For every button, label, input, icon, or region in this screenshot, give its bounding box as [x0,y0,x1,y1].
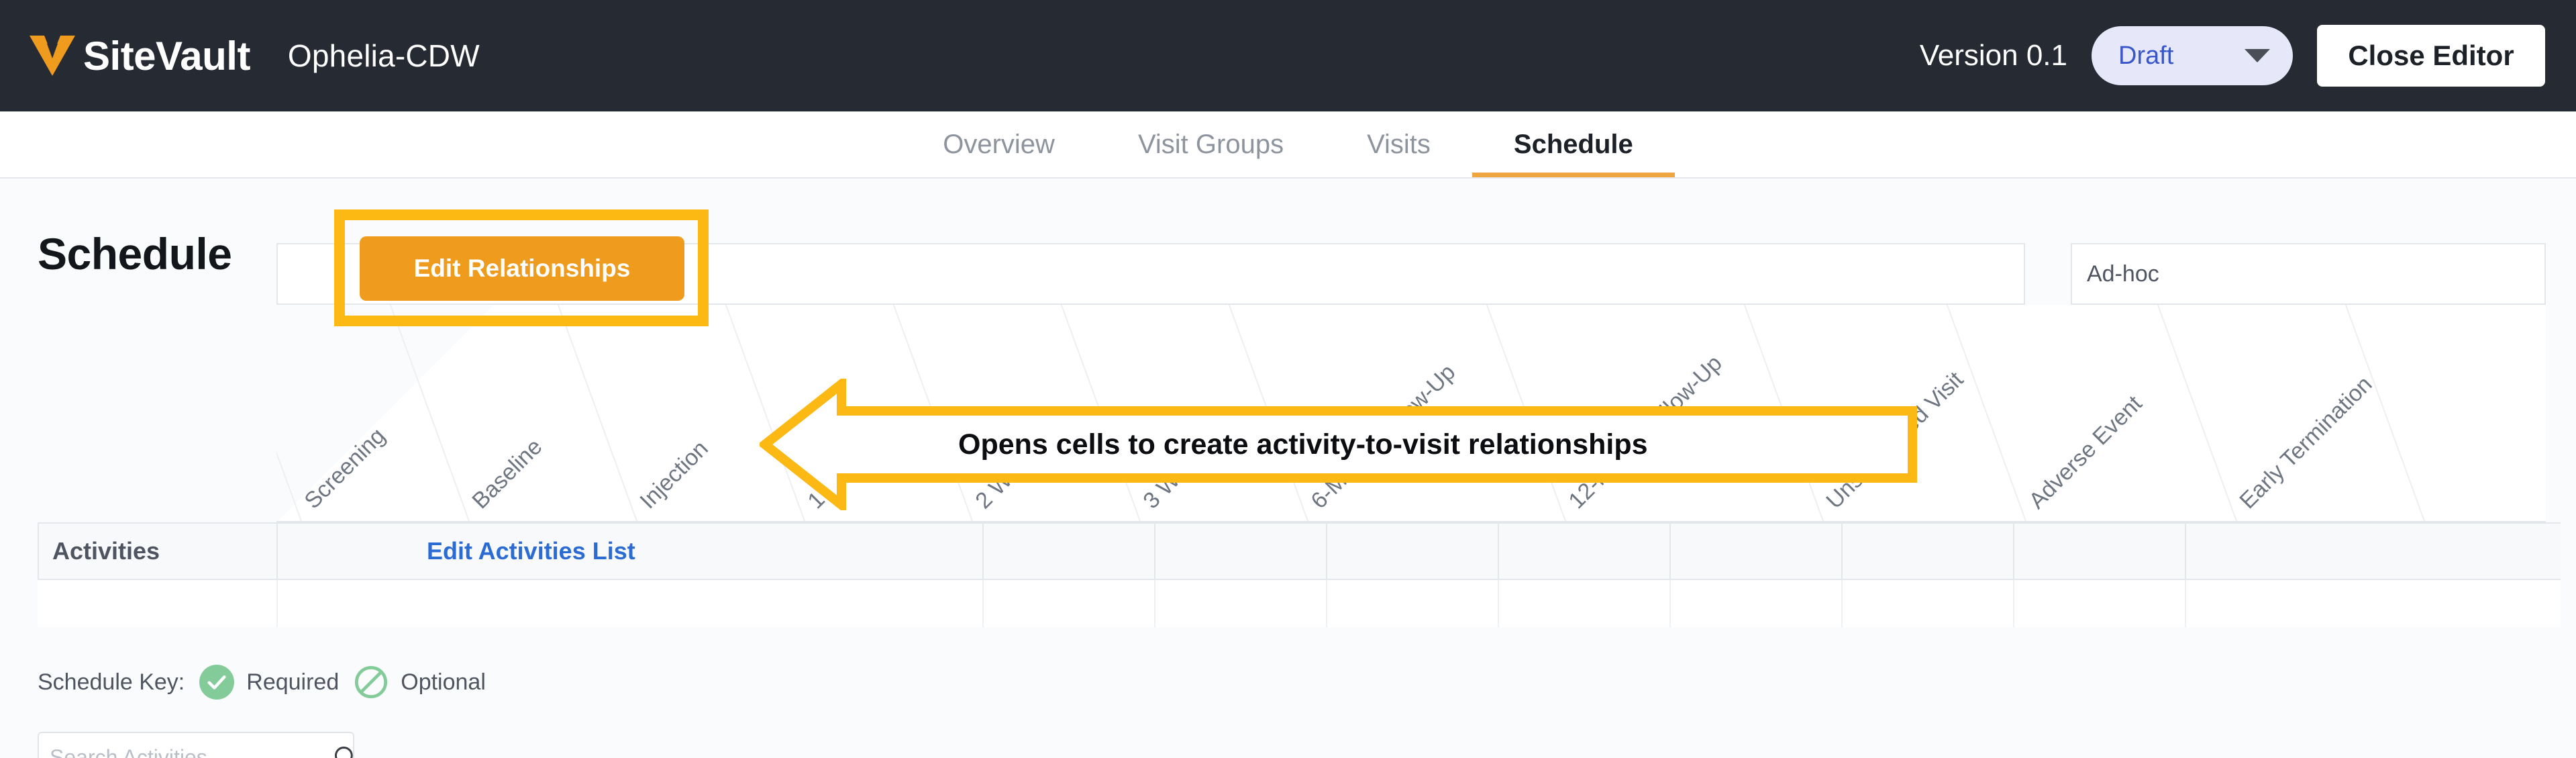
logo-text: SiteVault [83,33,250,79]
table-cell-divider [1154,580,1155,627]
search-input[interactable] [50,745,331,758]
activities-header-row: Activities Edit Activities List [38,522,2561,580]
search-activities-box[interactable] [38,732,354,758]
schedule-key-optional-label: Optional [401,669,486,695]
page-title: Schedule [38,229,232,279]
close-editor-button[interactable]: Close Editor [2317,25,2545,87]
table-cell-divider [276,580,278,627]
schedule-key-optional: Optional [354,665,486,700]
visit-group-header-adhoc[interactable]: Ad-hoc [2071,243,2546,305]
row-header-left-edge [38,522,39,627]
visit-column-label[interactable]: Injection [635,435,713,514]
top-bar: SiteVault Ophelia-CDW Version 0.1 Draft … [0,0,2576,111]
schedule-key-required: Required [199,665,339,700]
chevron-down-icon [2245,49,2270,62]
status-dropdown[interactable]: Draft [2092,26,2293,85]
table-cell-divider [982,580,984,627]
tab-schedule[interactable]: Schedule [1472,111,1675,177]
callout-edit-relationships: Opens cells to create activity-to-visit … [760,379,1918,510]
status-value: Draft [2118,41,2174,70]
activities-row-divider [2013,522,2014,580]
check-circle-filled-icon [199,665,235,700]
activities-column-header: Activities [52,537,160,565]
table-cell-divider [2013,580,2014,627]
table-row[interactable] [38,580,2561,627]
version-label: Version 0.1 [1919,39,2067,72]
highlight-box-edit-relationships [334,209,709,326]
search-icon[interactable] [331,743,360,758]
activities-row-divider [1326,522,1327,580]
callout-text: Opens cells to create activity-to-visit … [958,428,1648,461]
veeva-v-logo-icon [30,36,75,76]
activities-row-divider [1669,522,1671,580]
table-cell-divider [2185,580,2186,627]
callout-arrow-shape [760,379,1917,510]
app-logo[interactable]: SiteVault [28,33,250,79]
table-cell-divider [1498,580,1499,627]
edit-relationships-button[interactable]: Edit Relationships [360,236,684,301]
schedule-key: Schedule Key: Required Optional [38,665,486,700]
topbar-actions: Version 0.1 Draft Close Editor [1920,0,2545,111]
table-cell-divider [1669,580,1671,627]
table-cell-divider [1841,580,1843,627]
activities-row-divider [1154,522,1155,580]
schedule-key-label: Schedule Key: [38,669,185,695]
tab-visits[interactable]: Visits [1367,129,1431,159]
table-cell-divider [1326,580,1327,627]
activities-row-divider [1841,522,1843,580]
check-glyph [207,675,226,690]
activities-row-divider [2185,522,2186,580]
visit-column-label[interactable]: Early Termination [2234,371,2377,514]
edit-activities-list-link[interactable]: Edit Activities List [427,537,635,565]
activities-row-divider [276,522,278,580]
activities-row-divider [982,522,984,580]
column-divider [530,305,637,521]
tab-overview[interactable]: Overview [943,129,1055,159]
no-entry-circle-icon [355,665,388,699]
study-name: Ophelia-CDW [287,38,480,73]
header-corner-fill [276,305,494,521]
column-divider [2130,305,2237,521]
tab-bar: Overview Visit Groups Visits Schedule [0,111,2576,179]
tab-visit-groups[interactable]: Visit Groups [1137,129,1284,159]
activities-row-divider [1498,522,1499,580]
schedule-key-required-label: Required [246,669,340,695]
visit-column-label[interactable]: Adverse Event [2024,391,2147,514]
page-body: Ad-hoc Screening Baseline Injectio [0,180,2576,758]
